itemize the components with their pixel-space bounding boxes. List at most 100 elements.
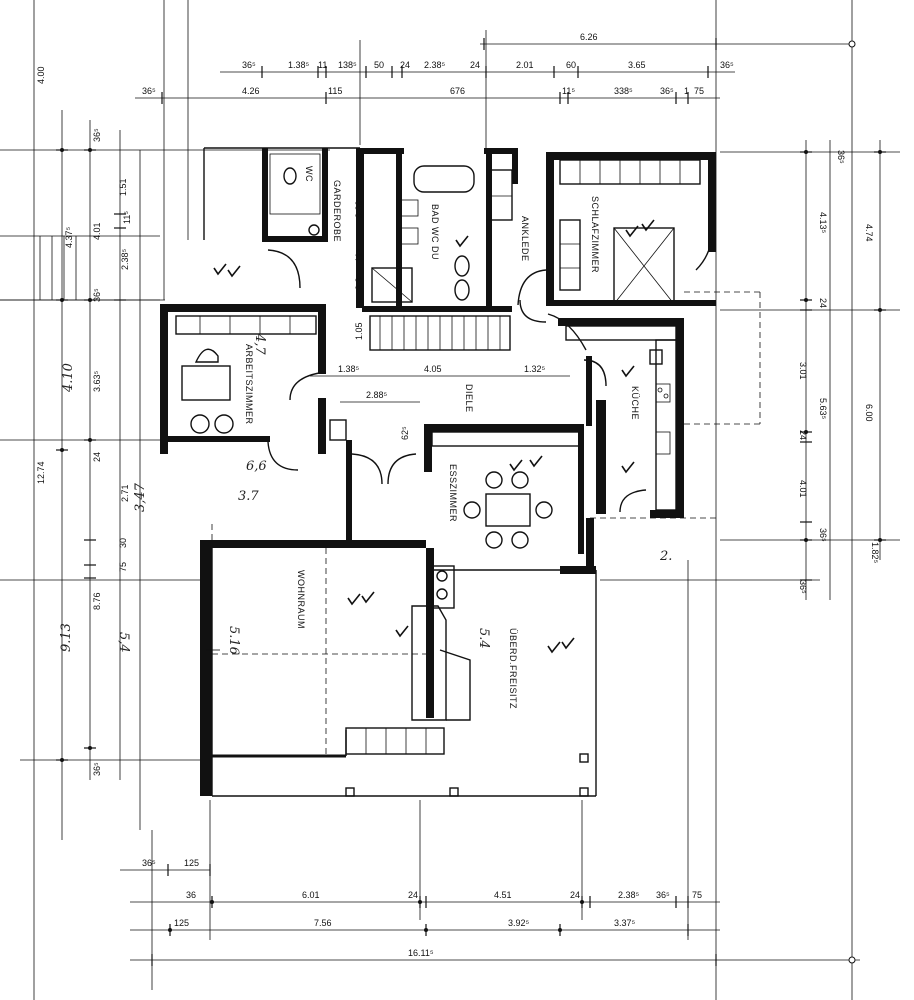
room-label-diele: DIELE	[464, 384, 474, 413]
dim-301: 3.01	[798, 362, 808, 380]
dim-105: 1.05	[354, 322, 364, 340]
room-label-freisitz: ÜBERD.FREISITZ	[508, 628, 518, 709]
dim-309: 3.09	[354, 200, 364, 218]
dim-405: 4.05	[424, 364, 442, 374]
dimensions-left: 4.00 36⁵ 1.51 11⁵ 4.37⁵ 4.01 2.38⁵ 36⁵ 4…	[36, 66, 132, 776]
dim-175: 1	[684, 86, 689, 96]
dim-365-c: 36⁵	[142, 86, 156, 96]
dim-401: 4.01	[92, 222, 102, 240]
dim-16115: 16.11⁵	[408, 948, 434, 958]
dimensions-top: 6.26 36⁵ 1.38⁵ 11 138⁵ 50 24 2.38⁵ 24 2.…	[142, 32, 734, 96]
dim-132: 1.32⁵	[524, 364, 546, 374]
room-labels: GARDEROBE WC BAD WC DU ANKLEDE SCHLAFZIM…	[244, 166, 640, 709]
dim-363: 3.63⁵	[92, 370, 102, 392]
room-label-wc: WC	[304, 166, 314, 182]
dim-2385: 2.38⁵	[424, 60, 446, 70]
dim-474: 4.74	[864, 224, 874, 242]
room-label-schlafzimmer: SCHLAFZIMMER	[590, 196, 600, 273]
dim-125: 125	[184, 858, 199, 868]
dim-271: 2.71	[120, 484, 130, 502]
dim-138: 138⁵	[338, 60, 357, 70]
room-label-wohnraum: WOHNRAUM	[296, 570, 306, 629]
note-66: 6,6	[246, 459, 267, 474]
dim-93: 9.3	[354, 277, 364, 290]
dim-115-c: 11⁵	[122, 211, 132, 224]
note-2: 2.	[659, 549, 672, 564]
dim-365-e: 36⁵	[92, 128, 102, 142]
room-label-arbeitszimmer: ARBEITSZIMMER	[244, 344, 254, 425]
dimensions-inner: 3.09 11⁵ 9.3 1.05 1.38⁵ 4.05 1.32⁵ 2.88⁵…	[133, 200, 570, 512]
dim-365-i: 36⁵	[818, 528, 828, 542]
note-516: 5.16	[226, 626, 241, 655]
dimensions-bottom: 36⁵ 125 36 6.01 24 4.51 24 2.38⁵ 36⁵ 75 …	[142, 858, 702, 958]
dim-115-d: 11⁵	[354, 249, 364, 262]
dim-24-b: 24	[470, 60, 480, 70]
dim-115: 115	[328, 86, 342, 96]
note-54b: 5.4	[476, 628, 491, 649]
room-label-ankleide: ANKLEDE	[520, 216, 530, 262]
dim-625: 62⁵	[400, 426, 410, 440]
dim-5635: 5.63⁵	[818, 398, 828, 420]
dim-1825: 1.82⁵	[870, 542, 880, 564]
dim-24-a: 24	[400, 60, 410, 70]
dim-437: 4.37⁵	[64, 226, 74, 248]
dim-600: 6.00	[864, 404, 874, 422]
dim-400: 4.00	[36, 66, 46, 84]
dim-365-j: 36⁵	[798, 580, 808, 594]
dim-238: 2.38⁵	[120, 248, 130, 270]
dim-1385-b: 1.38⁵	[338, 364, 360, 374]
dim-75-b: 75	[118, 562, 128, 572]
dim-338: 338⁵	[614, 86, 633, 96]
dim-11: 11	[318, 60, 327, 70]
room-label-esszimmer: ESSZIMMER	[448, 464, 458, 522]
dim-201: 2.01	[516, 60, 534, 70]
dim-676: 676	[450, 86, 465, 96]
room-label-bad: BAD WC DU	[430, 204, 440, 260]
dim-3925: 3.92⁵	[508, 918, 530, 928]
dim-1385: 1.38⁵	[288, 60, 310, 70]
room-label-garderobe: GARDEROBE	[332, 180, 342, 242]
dim-24-d: 24	[818, 298, 828, 308]
note-54: 5,4	[116, 632, 131, 653]
dim-75-c: 75	[692, 890, 702, 900]
dim-410: 4.10	[61, 363, 76, 393]
dim-36: 36	[186, 890, 196, 900]
dim-125-b: 125	[174, 918, 189, 928]
dim-30: 30	[118, 538, 128, 548]
dim-365-a: 36⁵	[242, 60, 256, 70]
dim-60: 60	[566, 60, 576, 70]
dim-626: 6.26	[580, 32, 598, 42]
dim-24-e: 24	[798, 430, 808, 440]
dim-4135: 4.13⁵	[818, 212, 828, 234]
dim-3375: 3.37⁵	[614, 918, 636, 928]
dim-288: 2.88⁵	[366, 390, 388, 400]
dim-24-c: 24	[92, 452, 102, 462]
dim-756: 7.56	[314, 918, 332, 928]
dim-601: 6.01	[302, 890, 320, 900]
dim-913: 9.13	[59, 623, 74, 652]
dim-75: 75	[694, 86, 704, 96]
dim-365-g: 36⁵	[92, 762, 102, 776]
handwritten-annotations: 6,6 3.7 5,4 5.16 5.4 4,7 2.	[116, 219, 672, 655]
dim-24-f: 24	[408, 890, 418, 900]
dim-876: 8.76	[92, 592, 102, 610]
room-label-kueche: KÜCHE	[630, 386, 640, 420]
dim-365-f: 36⁵	[92, 288, 102, 302]
dim-115-b: 11⁵	[562, 86, 575, 96]
dim-365-d: 36⁵	[660, 86, 674, 96]
dim-426: 4.26	[242, 86, 260, 96]
dim-365-h: 36⁵	[836, 150, 846, 164]
note-37: 3.7	[238, 489, 259, 504]
dim-365-l: 36⁵	[656, 890, 670, 900]
dim-401-b: 4.01	[798, 480, 808, 498]
dim-50: 50	[374, 60, 384, 70]
walls	[0, 147, 761, 797]
dim-365-b: 36⁵	[720, 60, 734, 70]
dim-365-k: 36⁵	[142, 858, 156, 868]
dim-365: 3.65	[628, 60, 646, 70]
dim-151: 1.51	[118, 178, 128, 196]
dim-24-g: 24	[570, 890, 580, 900]
dim-347: 3,47	[133, 482, 148, 512]
